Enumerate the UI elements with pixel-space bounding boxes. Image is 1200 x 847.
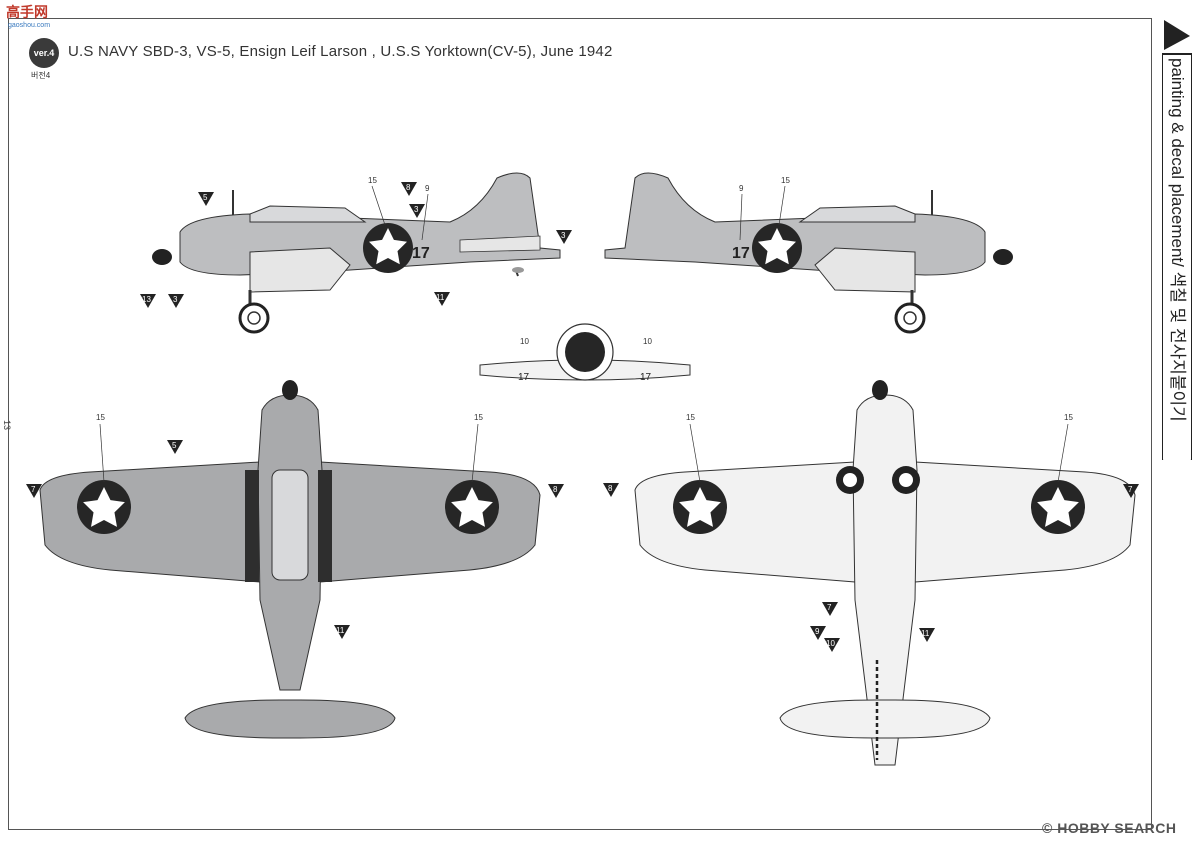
walkway-left: [245, 470, 259, 582]
svg-text:9: 9: [739, 184, 744, 193]
svg-text:8: 8: [608, 484, 613, 493]
svg-text:15: 15: [368, 176, 377, 185]
callout-front-10-left: 10: [520, 337, 529, 346]
canopy-top: [271, 469, 309, 581]
svg-text:7: 7: [1128, 485, 1133, 494]
svg-text:3: 3: [173, 295, 178, 304]
svg-text:7: 7: [827, 603, 832, 612]
decal-callouts: 15 9 15 9 15 15 15 15: [96, 176, 1073, 422]
bottom-view: [634, 380, 1136, 766]
site-logo: 高手网: [6, 4, 48, 20]
svg-text:15: 15: [781, 176, 790, 185]
section-tab: [1162, 20, 1192, 460]
version-badge: ver.4: [29, 38, 59, 68]
svg-text:8: 8: [553, 485, 558, 494]
side-number-right: 17: [732, 245, 750, 262]
top-view: [39, 380, 541, 739]
svg-text:11: 11: [921, 629, 930, 638]
svg-text:15: 15: [96, 413, 105, 422]
page-title: U.S NAVY SBD-3, VS-5, Ensign Leif Larson…: [68, 43, 613, 60]
svg-text:7: 7: [31, 485, 36, 494]
spinner-left: [152, 249, 172, 265]
callout-group: 5 8 3 3 13 3 11 5 7 8 11 8 7 7 9 10 11: [26, 182, 1139, 652]
svg-text:3: 3: [414, 205, 419, 214]
side-view-right: 17: [604, 172, 1013, 334]
svg-text:9: 9: [815, 627, 820, 636]
svg-text:10: 10: [826, 639, 835, 648]
svg-text:3: 3: [561, 231, 566, 240]
front-view: 17 17 10 10: [479, 323, 691, 383]
side-number-left: 17: [412, 245, 430, 262]
leader-lines: [99, 185, 1069, 483]
front-number-right: 17: [640, 372, 652, 383]
svg-text:9: 9: [425, 184, 430, 193]
site-url: gaoshou.com: [8, 22, 51, 29]
page-frame: [8, 18, 1152, 830]
svg-text:11: 11: [436, 293, 445, 302]
prop-disc: [565, 332, 605, 372]
svg-text:8: 8: [406, 183, 411, 192]
spinner-bottom: [872, 380, 888, 400]
svg-text:11: 11: [336, 626, 345, 635]
spinner-right: [993, 249, 1013, 265]
svg-text:15: 15: [474, 413, 483, 422]
placement-diagram: 17 17 17 17 10 10: [26, 172, 1139, 766]
walkway-right: [318, 470, 332, 582]
front-number-left: 17: [518, 372, 530, 383]
svg-text:5: 5: [172, 441, 177, 450]
spinner-top: [282, 380, 298, 400]
svg-text:13: 13: [142, 295, 151, 304]
svg-text:15: 15: [686, 413, 695, 422]
svg-text:15: 15: [1064, 413, 1073, 422]
side-view-left: 17: [152, 172, 561, 334]
callout-front-10-right: 10: [643, 337, 652, 346]
watermark: © HOBBY SEARCH: [1042, 820, 1177, 836]
section-title-vertical: painting & decal placement/ 색칠 및 전사지붙이기: [1168, 58, 1187, 422]
version-korean-label: 버전4: [31, 71, 51, 80]
svg-text:5: 5: [203, 193, 208, 202]
